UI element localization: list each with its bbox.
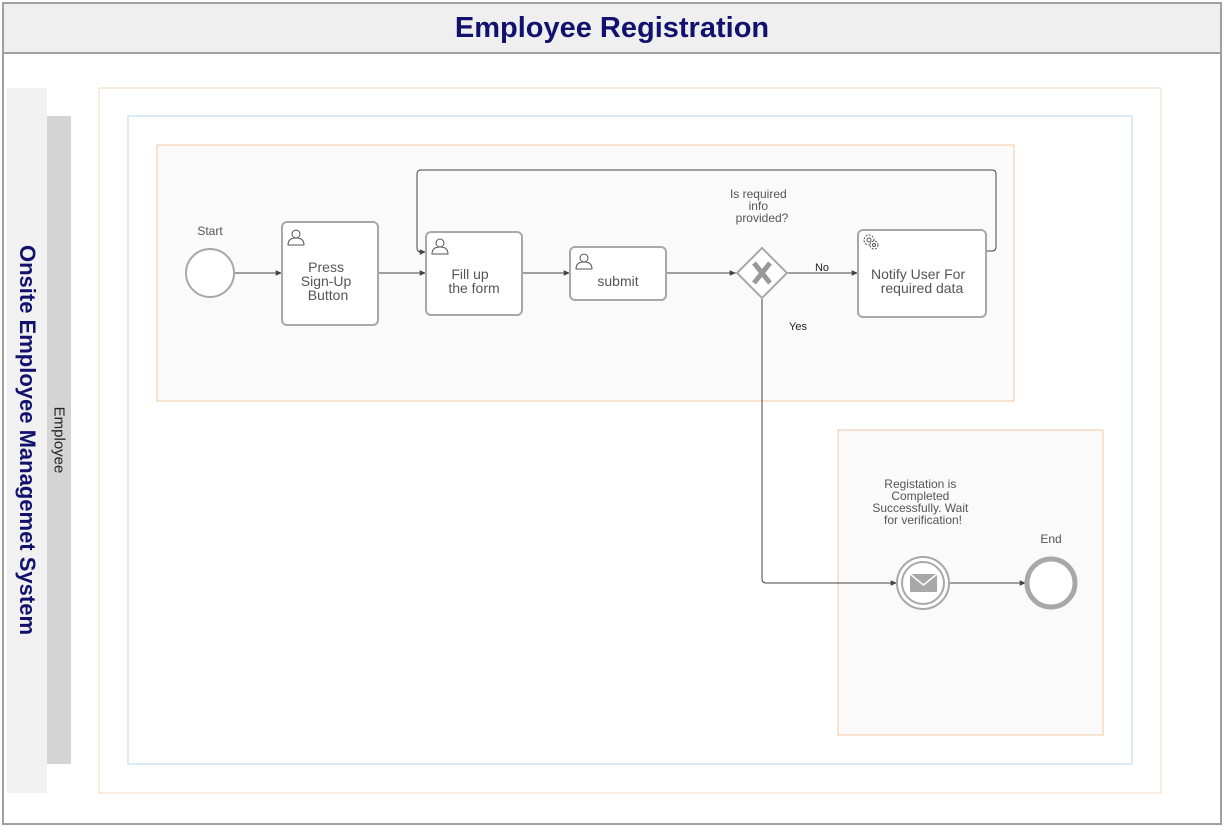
- svg-text:Is required info provi: Is required info provided?: [730, 187, 790, 225]
- user-task-icon: [287, 229, 305, 246]
- task-label-line: Press: [308, 259, 344, 275]
- start-label: Start: [197, 224, 223, 238]
- task-fill-form: Fill up the form: [425, 231, 523, 316]
- flow-label-yes: Yes: [789, 321, 807, 333]
- flow-notify-loop-back: [416, 169, 997, 255]
- lane-header: [47, 116, 71, 764]
- task-label-line: Fill up: [451, 266, 489, 282]
- message-text-line: for verification!: [884, 513, 962, 527]
- end-event: [1024, 556, 1078, 610]
- flow-label-no: No: [815, 262, 829, 274]
- gateway-x-icon: [752, 261, 772, 285]
- svg-text:Press Sign-Up Butt: Press Sign-Up Button: [301, 259, 355, 303]
- title-bar: Employee Registration: [2, 2, 1222, 54]
- svg-text:Registation is Completed: Registation is Completed Successfully. W…: [872, 477, 971, 527]
- task-press-signup: Press Sign-Up Button: [281, 221, 379, 326]
- user-task-icon: [575, 253, 593, 270]
- task-label-line: Button: [308, 287, 348, 303]
- svg-text:Notify User For required: Notify User For required data: [871, 266, 969, 296]
- message-text-line: Successfully. Wait: [872, 501, 969, 515]
- gear-icon: [863, 234, 879, 250]
- message-text-line: Registation is: [884, 477, 956, 491]
- sequence-flows: [234, 169, 1026, 586]
- task-notify-user: Notify User For required data: [857, 229, 987, 318]
- gateway-question-line: provided?: [736, 211, 789, 225]
- envelope-icon: [909, 573, 938, 592]
- task-label-line: submit: [597, 273, 638, 289]
- diagram-title: Employee Registration: [454, 11, 770, 44]
- inner-group-box: [127, 115, 1133, 765]
- message-text-line: Completed: [891, 489, 949, 503]
- message-intermediate-event: [896, 556, 950, 610]
- svg-text:Fill up the form: Fill up the form: [448, 266, 499, 296]
- gateway-question-line: Is required: [730, 187, 787, 201]
- task-label-line: the form: [448, 280, 499, 296]
- outer-group-box: [98, 87, 1162, 794]
- exclusive-gateway: [735, 246, 789, 300]
- user-task-icon: [431, 238, 449, 255]
- gateway-question-line: info: [749, 199, 769, 213]
- pool-header: [7, 88, 47, 793]
- task-label-line: Notify User For: [871, 266, 965, 282]
- flow-gateway-yes: [761, 298, 897, 586]
- task-label-line: required data: [881, 280, 964, 296]
- task-submit: submit: [569, 246, 667, 301]
- end-label: End: [1040, 532, 1061, 546]
- task-label-line: Sign-Up: [301, 273, 352, 289]
- start-event: [185, 248, 235, 298]
